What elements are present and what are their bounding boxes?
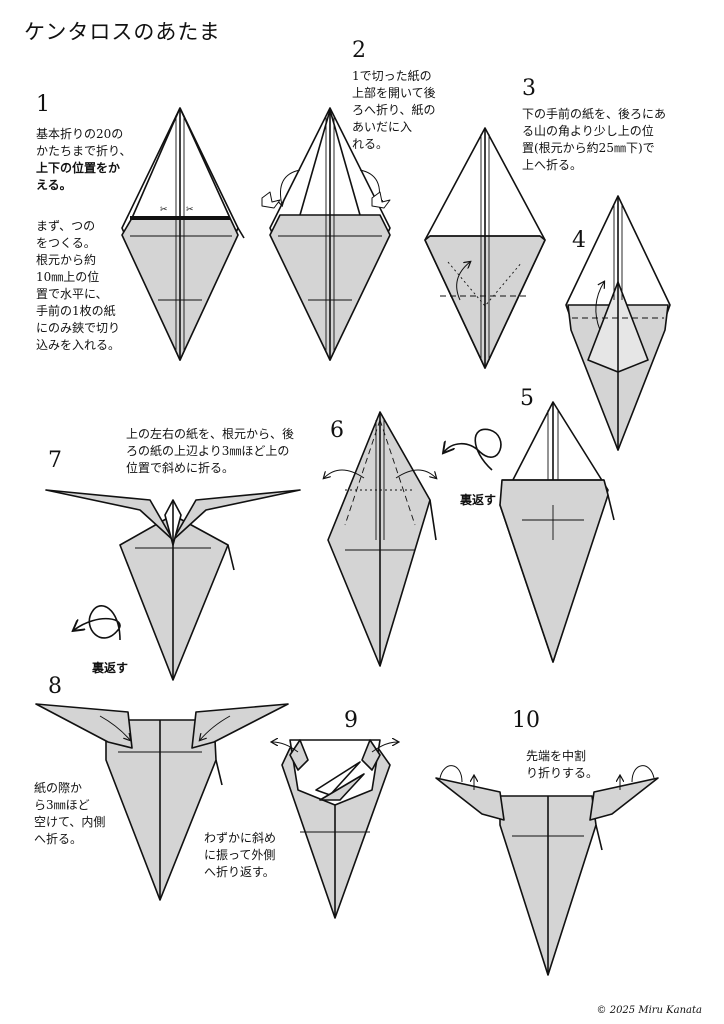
step8-figure: [35, 703, 289, 901]
flip-label: 裏返す: [92, 661, 129, 675]
step3-text: 下の手前の紙を、後ろにあ る山の角より少し上の位 置(根元から約25㎜下)で 上…: [522, 107, 667, 172]
page-title: ケンタロスのあたま: [24, 20, 221, 44]
step2-figure: [261, 107, 391, 361]
step1-text-detail: まず、つの をつくる。 根元から約 10㎜上の位 置で水平に、 手前の1枚の紙 …: [36, 219, 121, 352]
step-number: 6: [330, 418, 344, 443]
flip-label: 裏返す: [460, 493, 497, 507]
step5-figure: [499, 401, 615, 663]
step1-figure: ✂ ✂: [121, 107, 245, 361]
svg-text:✂: ✂: [160, 205, 168, 215]
step-number: 8: [48, 674, 62, 699]
step-number: 5: [520, 386, 534, 411]
step-number: 10: [512, 708, 540, 733]
step-number: 4: [572, 228, 586, 253]
step-number: 3: [522, 76, 536, 101]
step1-text: 基本折りの20の かたちまで折り、: [36, 127, 132, 158]
flip-arrow-icon: [74, 605, 121, 641]
step10-figure: [435, 765, 659, 976]
step4-figure: [565, 195, 671, 451]
step-number: 1: [36, 92, 50, 117]
step9-figure: [272, 740, 398, 919]
step6-figure: [324, 411, 436, 667]
step2-text: 1で切った紙の 上部を開いて後 ろへ折り、紙の あいだに入 れる。: [352, 69, 436, 151]
step6-text: 上の左右の紙を、根元から、後 ろの紙の上辺より3㎜ほど上の 位置で斜めに折る。: [126, 427, 295, 475]
flip-arrow-icon: [444, 428, 502, 471]
step7-figure: [45, 489, 301, 681]
step1-text-bold: 上下の位置をか える。: [36, 161, 121, 192]
step8-text: 紙の際か ら3㎜ほど 空けて、内側 へ折る。: [34, 781, 106, 846]
step9-text: わずかに斜め に振って外側 へ折り返す。: [204, 831, 277, 879]
step3-figure: [424, 127, 546, 369]
step-number: 7: [48, 448, 62, 473]
step10-text: 先端を中割 り折りする。: [526, 749, 599, 780]
copyright: © 2025 Miru Kanata: [596, 1005, 702, 1016]
step-number: 9: [344, 708, 358, 733]
svg-text:✂: ✂: [186, 205, 194, 215]
step-number: 2: [352, 38, 366, 63]
